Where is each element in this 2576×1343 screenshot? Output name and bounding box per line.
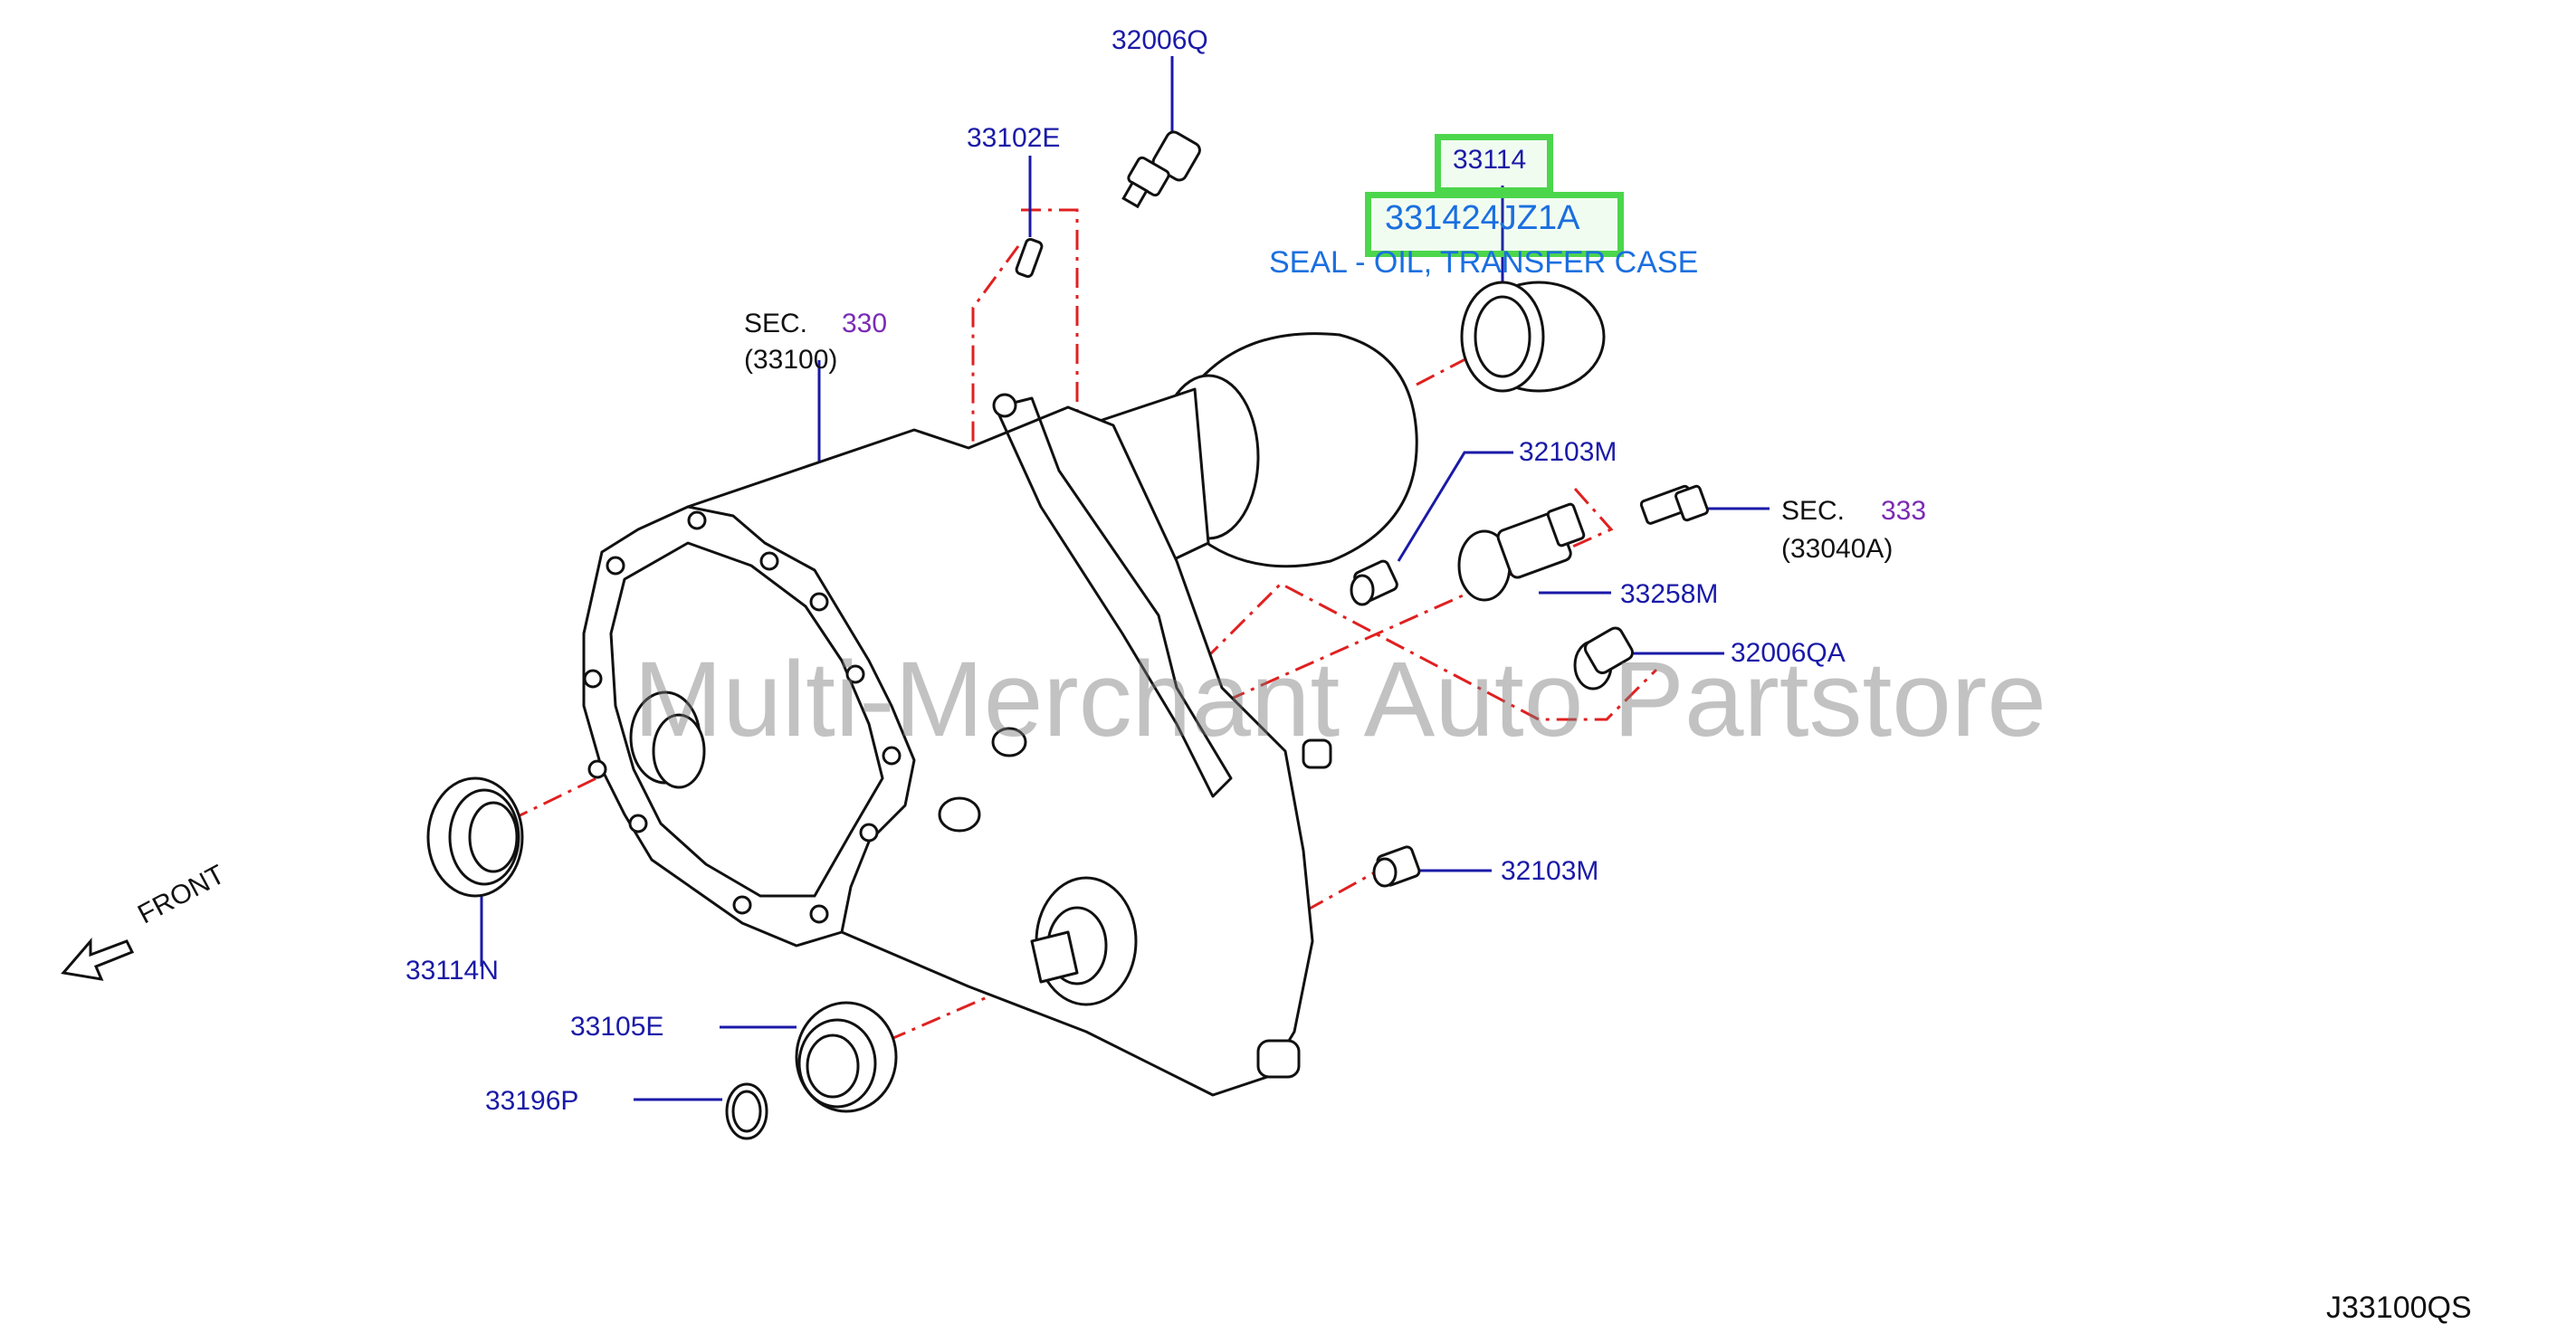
front-arrow-icon — [61, 937, 135, 981]
label-33102E[interactable]: 33102E — [967, 123, 1061, 153]
highlight-box-331424JZ1A — [1365, 192, 1624, 257]
label-sec-330-ref: (33100) — [744, 345, 838, 375]
oil-seal-33114N — [426, 776, 524, 898]
sensor-33258M — [1457, 502, 1586, 602]
oil-seal-33114 — [1460, 281, 1606, 393]
o-ring-33196P — [725, 1082, 768, 1140]
label-33114[interactable]: 33114 — [1453, 145, 1527, 175]
label-32103M-top[interactable]: 32103M — [1519, 437, 1617, 467]
plug-32103M-top — [1350, 559, 1398, 606]
bolt-sec333 — [1639, 484, 1710, 525]
label-32006Q[interactable]: 32006Q — [1111, 25, 1208, 55]
switch-32006Q — [1121, 130, 1201, 209]
label-331424JZ1A[interactable]: 331424JZ1A — [1385, 199, 1580, 237]
label-sec-330: SEC. — [744, 309, 808, 338]
watermark: Multi-Merchant Auto Partstore — [634, 640, 2046, 759]
label-sec-333: SEC. — [1781, 496, 1846, 526]
plug-32103M-bottom — [1372, 845, 1421, 888]
label-sec-330-number[interactable]: 330 — [842, 309, 888, 338]
diagram-id: J33100QS — [2326, 1291, 2472, 1325]
label-33258M[interactable]: 33258M — [1620, 579, 1719, 609]
label-33114N[interactable]: 33114N — [405, 956, 499, 986]
label-32103M-bottom[interactable]: 32103M — [1501, 856, 1599, 886]
highlight-box-33114 — [1435, 134, 1553, 194]
transfer-case-housing — [582, 332, 1418, 1097]
leader-lines — [480, 56, 1770, 1101]
label-sec-333-number[interactable]: 333 — [1881, 496, 1927, 526]
label-33196P[interactable]: 33196P — [485, 1086, 579, 1116]
switch-32006QA — [1573, 626, 1634, 691]
oil-seal-33105E — [795, 1001, 898, 1113]
part-description: SEAL - OIL, TRANSFER CASE — [1269, 245, 1699, 280]
label-sec-333-ref: (33040A) — [1781, 534, 1894, 564]
label-32006QA[interactable]: 32006QA — [1731, 638, 1846, 668]
label-33105E[interactable]: 33105E — [570, 1012, 664, 1042]
small-parts — [426, 130, 1710, 1140]
